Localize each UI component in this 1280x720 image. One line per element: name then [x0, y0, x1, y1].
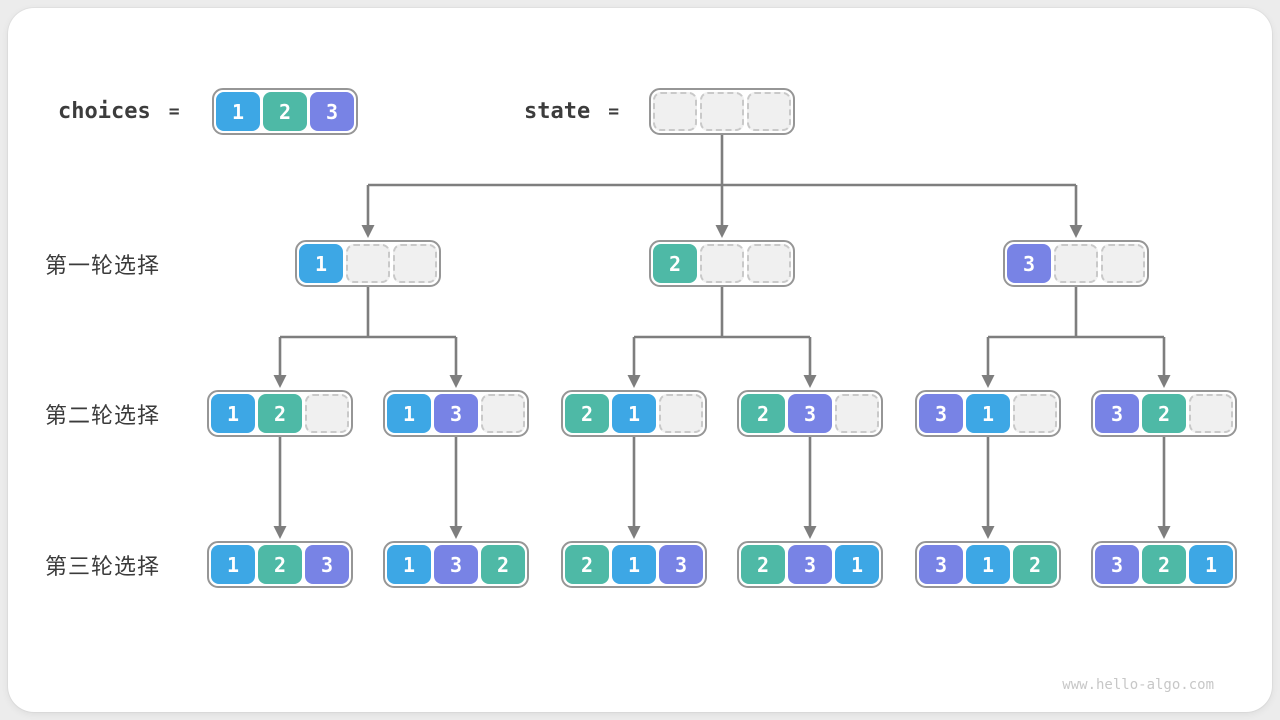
value-cell-2: 2 [1142, 394, 1186, 433]
value-cell-1: 1 [211, 394, 255, 433]
empty-slot-cell [1013, 394, 1057, 433]
value-cell-3: 3 [659, 545, 703, 584]
watermark-text: www.hello-algo.com [1062, 677, 1214, 693]
empty-slot-cell [481, 394, 525, 433]
empty-slot-cell [305, 394, 349, 433]
empty-slot-cell [1101, 244, 1145, 283]
value-cell-1: 1 [835, 545, 879, 584]
empty-slot-cell [747, 244, 791, 283]
value-cell-1: 1 [387, 545, 431, 584]
empty-slot-cell [747, 92, 791, 131]
value-cell-2: 2 [263, 92, 307, 131]
value-cell-1: 1 [216, 92, 260, 131]
value-cell-3: 3 [305, 545, 349, 584]
value-cell-3: 3 [788, 394, 832, 433]
value-cell-3: 3 [919, 545, 963, 584]
value-cell-1: 1 [299, 244, 343, 283]
value-cell-3: 3 [1007, 244, 1051, 283]
value-cell-2: 2 [565, 545, 609, 584]
value-cell-3: 3 [919, 394, 963, 433]
value-cell-1: 1 [1189, 545, 1233, 584]
arrowhead [627, 375, 641, 388]
value-cell-3: 3 [1095, 545, 1139, 584]
value-cell-1: 1 [612, 545, 656, 584]
arrowhead [981, 526, 995, 539]
choices-header: choices = [58, 88, 180, 135]
empty-slot-cell [1054, 244, 1098, 283]
round-2-label: 第二轮选择 [45, 403, 161, 429]
value-cell-1: 1 [612, 394, 656, 433]
choices-equals-sign: = [168, 101, 180, 122]
empty-slot-cell [1189, 394, 1233, 433]
arrowhead [803, 526, 817, 539]
state-label: state [524, 99, 591, 124]
value-cell-3: 3 [1095, 394, 1139, 433]
arrowhead [361, 225, 375, 238]
arrowhead [449, 375, 463, 388]
value-cell-3: 3 [434, 545, 478, 584]
arrowhead [715, 225, 729, 238]
value-cell-3: 3 [788, 545, 832, 584]
empty-slot-cell [393, 244, 437, 283]
value-cell-1: 1 [966, 394, 1010, 433]
value-cell-2: 2 [481, 545, 525, 584]
empty-slot-cell [835, 394, 879, 433]
arrowhead [803, 375, 817, 388]
value-cell-3: 3 [310, 92, 354, 131]
value-cell-1: 1 [966, 545, 1010, 584]
empty-slot-cell [659, 394, 703, 433]
value-cell-3: 3 [434, 394, 478, 433]
value-cell-2: 2 [741, 545, 785, 584]
value-cell-1: 1 [211, 545, 255, 584]
arrowhead [1157, 375, 1171, 388]
value-cell-2: 2 [653, 244, 697, 283]
round-1-label: 第一轮选择 [45, 253, 161, 279]
value-cell-2: 2 [1013, 545, 1057, 584]
value-cell-2: 2 [565, 394, 609, 433]
value-cell-2: 2 [258, 545, 302, 584]
state-node-round1-1: 1 [295, 240, 441, 287]
arrowhead [273, 375, 287, 388]
choices-label: choices [58, 99, 151, 124]
state-node-round1-3: 3 [1003, 240, 1149, 287]
state-equals-sign: = [608, 101, 620, 122]
value-cell-2: 2 [258, 394, 302, 433]
value-cell-1: 1 [387, 394, 431, 433]
value-cell-2: 2 [1142, 545, 1186, 584]
state-array-box [649, 88, 795, 135]
empty-slot-cell [700, 92, 744, 131]
state-node-round1-2: 2 [649, 240, 795, 287]
empty-slot-cell [700, 244, 744, 283]
empty-slot-cell [653, 92, 697, 131]
arrowhead [273, 526, 287, 539]
state-header: state = [524, 88, 619, 135]
arrowhead [981, 375, 995, 388]
value-cell-2: 2 [741, 394, 785, 433]
empty-slot-cell [346, 244, 390, 283]
round-3-label: 第三轮选择 [45, 554, 161, 580]
arrowhead [1069, 225, 1083, 238]
arrowhead [627, 526, 641, 539]
arrowhead [1157, 526, 1171, 539]
arrowhead [449, 526, 463, 539]
